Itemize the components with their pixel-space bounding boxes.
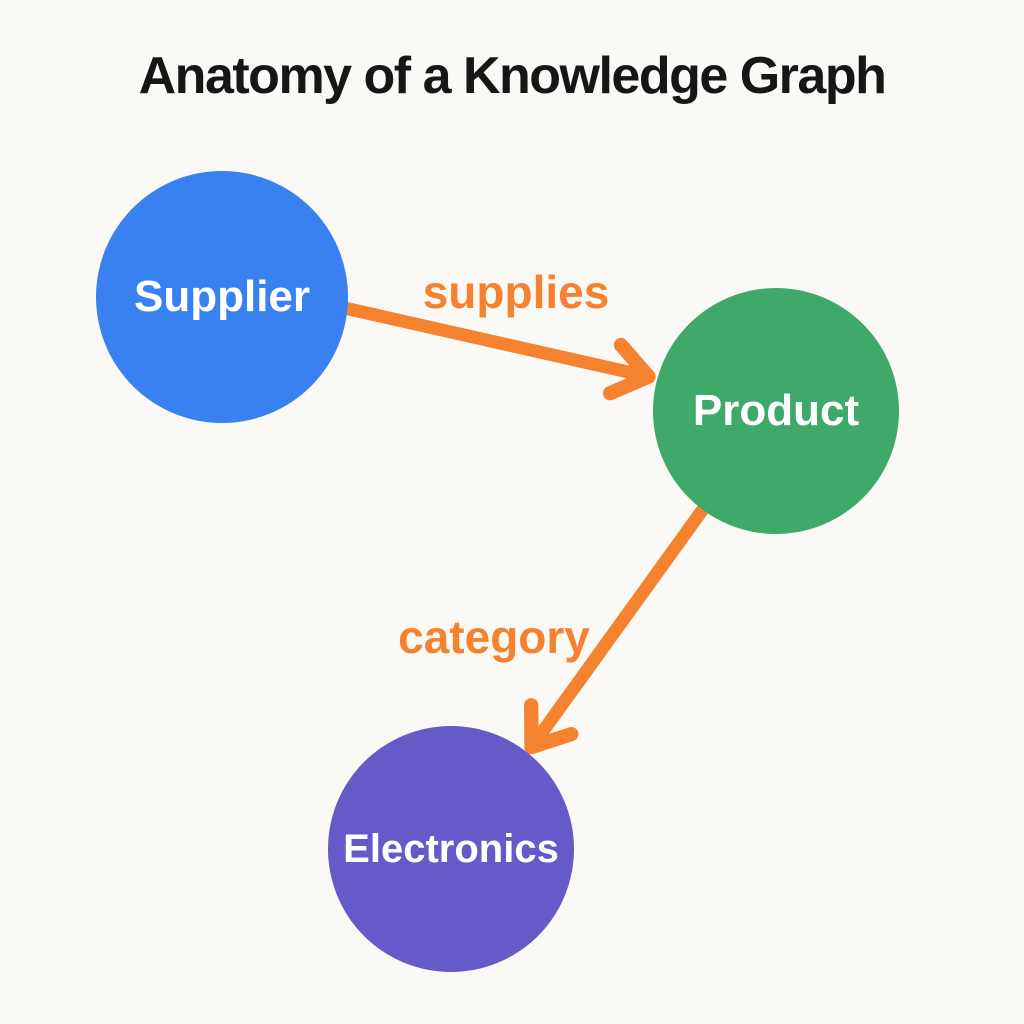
edge-supplies-arrow [333,300,656,401]
diagram-title: Anatomy of a Knowledge Graph [138,47,887,105]
node-supplier: Supplier [96,171,348,423]
edge-supplies-label: supplies [422,266,610,318]
node-electronics-label: Electronics [343,826,559,871]
edge-category-label: category [398,611,590,663]
node-product-label: Product [692,386,860,435]
edge-category-arrow [524,498,713,755]
node-electronics: Electronics [328,726,574,972]
node-supplier-label: Supplier [133,272,311,321]
node-product: Product [653,288,899,534]
